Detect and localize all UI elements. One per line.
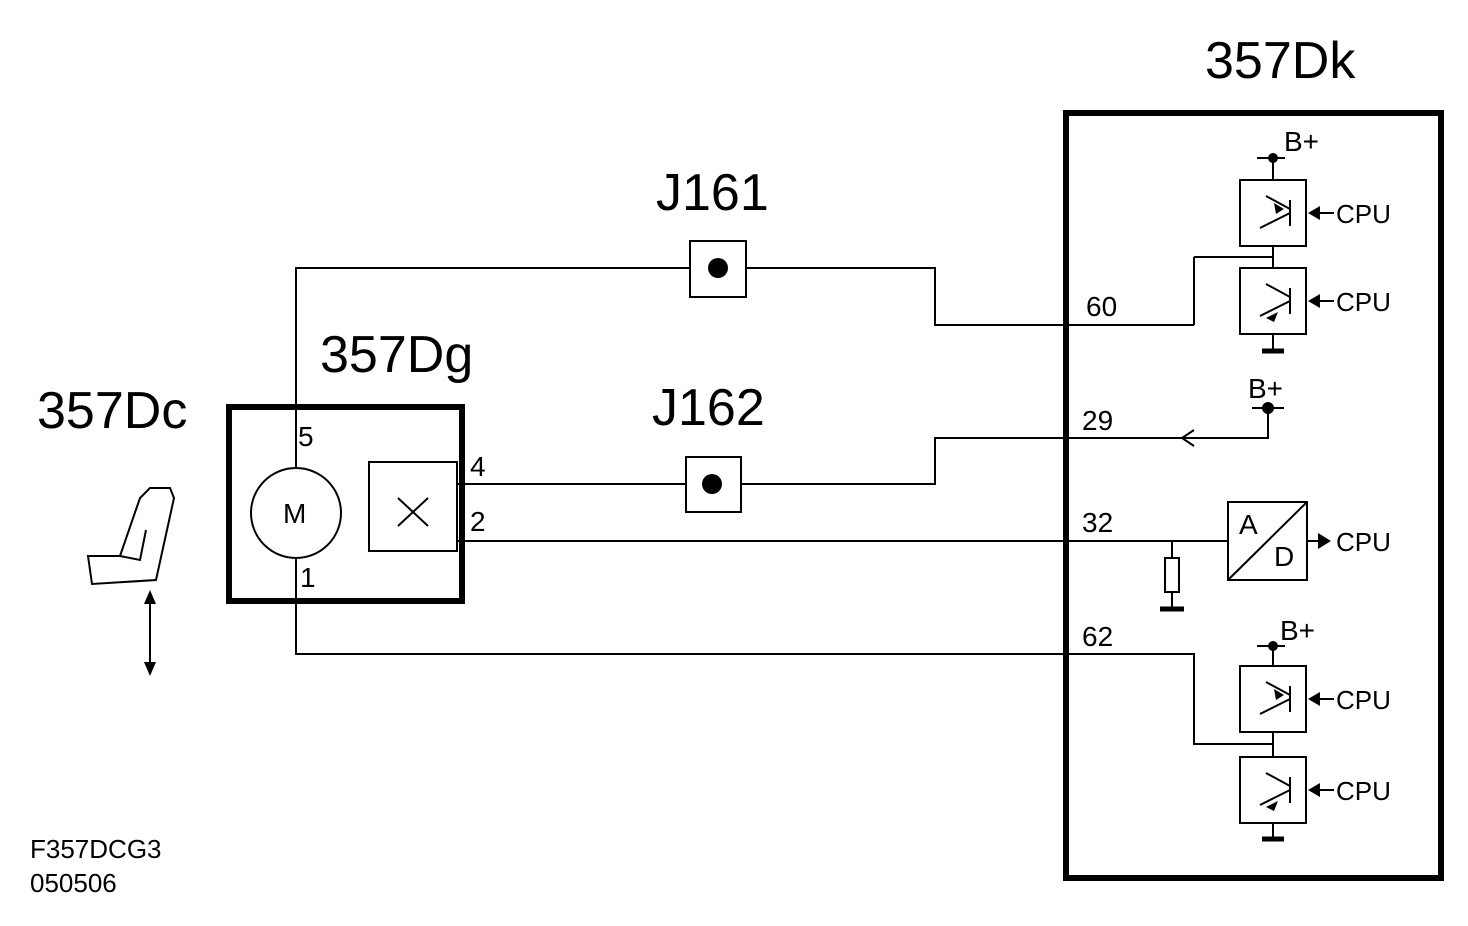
motor-unit-label: 357Dg — [320, 326, 473, 384]
pin-1-label: 1 — [300, 562, 316, 593]
cpu-arrows — [1308, 206, 1334, 797]
sensor-box — [368, 461, 458, 552]
ad-converter: A D — [1227, 501, 1331, 581]
junction-j162-label: J162 — [652, 379, 765, 437]
wire-pin5-to-60 — [295, 267, 1194, 468]
cpu-label-2: CPU — [1336, 287, 1391, 317]
figure-date: 050506 — [30, 868, 117, 898]
seat-adjust-arrow-icon — [144, 590, 156, 676]
supply-label-2: B+ — [1248, 373, 1283, 404]
ecu-pin-29-label: 29 — [1082, 405, 1113, 436]
cpu-label-3: CPU — [1336, 527, 1391, 557]
cpu-label-1: CPU — [1336, 199, 1391, 229]
upper-half-bridge — [1193, 153, 1307, 354]
supply-label-3: B+ — [1280, 615, 1315, 646]
cpu-label-5: CPU — [1336, 776, 1391, 806]
ecu-pin-32-label: 32 — [1082, 507, 1113, 538]
resistor-32 — [1160, 541, 1184, 612]
supply-label-1: B+ — [1284, 126, 1319, 157]
motor-unit-box — [226, 404, 465, 604]
junction-j161-label: J161 — [656, 164, 769, 222]
seat-label: 357Dc — [37, 382, 187, 440]
cpu-label-4: CPU — [1336, 685, 1391, 715]
ad-converter-a-label: A — [1239, 509, 1258, 540]
pullup-29 — [1252, 402, 1284, 414]
sensor-cross-icon — [397, 497, 429, 527]
ecu-pin-60-label: 60 — [1086, 291, 1117, 322]
seat-icon — [86, 487, 176, 586]
wire-29-arrow — [1180, 429, 1195, 447]
motor-symbol-label: M — [283, 498, 306, 529]
ecu-pin-62-label: 62 — [1082, 621, 1113, 652]
junction-j161 — [689, 240, 747, 298]
ecu-label: 357Dk — [1205, 32, 1356, 90]
ecu-box — [1063, 110, 1444, 881]
junction-j162 — [685, 456, 742, 513]
lower-half-bridge — [1239, 641, 1307, 842]
figure-code: F357DCG3 — [30, 834, 162, 864]
pin-4-label: 4 — [470, 451, 486, 482]
wire-pin4-to-29 — [457, 408, 1269, 485]
pin-2-label: 2 — [470, 506, 486, 537]
wire-pin1-to-62 — [295, 558, 1273, 745]
ad-converter-d-label: D — [1274, 541, 1294, 572]
pin-5-label: 5 — [298, 421, 314, 452]
